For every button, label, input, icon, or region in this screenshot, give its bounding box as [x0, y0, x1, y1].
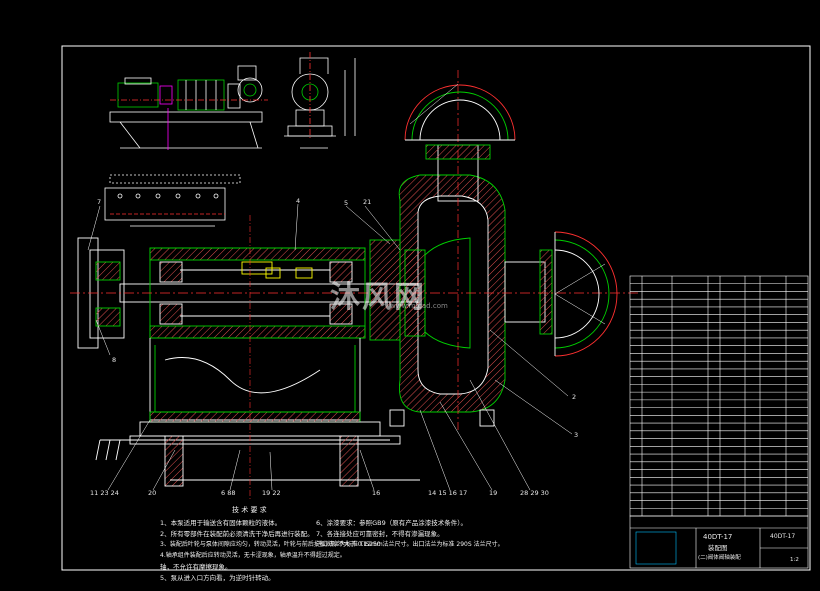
tech-req-item: 进口法兰为标准 TIS250 法兰尺寸。出口法兰为标准 290S 法兰尺寸。 — [316, 541, 504, 548]
tech-req-item: 2、所有零部件在装配前必须清洗干净后再进行装配。 — [160, 530, 314, 538]
balloon-19-22: 19 22 — [262, 489, 281, 497]
drawing-subname: (二)阀体阀轴装配 — [698, 555, 741, 561]
drawing-scale: 1:2 — [790, 557, 799, 563]
balloon-3: 3 — [574, 431, 579, 439]
balloon-8: 8 — [112, 356, 117, 364]
balloon-11-23-24: 11 23 24 — [90, 489, 119, 497]
pump-end-view — [284, 52, 356, 149]
tech-req-item: 7、各连接处应可靠密封，不得有渗漏现象。 — [316, 530, 444, 538]
balloon-20: 20 — [148, 489, 157, 497]
balloon-5: 5 — [344, 199, 349, 207]
tech-req-item: 3、装配后叶轮与泵体间隙应均匀，转动灵活，叶轮与前后护板间隙不大于 0.12mm — [160, 541, 383, 548]
drawing-code-2: 40DT-17 — [770, 533, 796, 540]
watermark-url: www.mfcad.com — [390, 302, 448, 310]
balloon-14-15-16-17: 14 15 16 17 — [428, 489, 468, 497]
balloon-4: 4 — [296, 197, 301, 205]
watermark-logo: 沐风网 — [330, 280, 426, 315]
balloon-6-88: 6 88 — [221, 489, 236, 497]
balloon-28-29-30: 28 29 30 — [520, 489, 549, 497]
suction-flange-detail — [554, 231, 618, 357]
tech-req-item: 5、泵从进入口方向看，为逆时针转动。 — [160, 574, 275, 582]
tech-req-item: 1、本泵适用于输送含有固体颗粒的液体。 — [160, 519, 282, 527]
base-plate-plan — [104, 174, 241, 227]
technical-requirements-title: 技 术 要 求 — [232, 506, 267, 514]
balloon-19: 19 — [489, 489, 498, 497]
title-block — [629, 515, 809, 569]
drawing-border — [61, 45, 811, 571]
tech-req-item: 6、涂漆要求：参照GB9（原有产品涂漆技术条件）。 — [316, 519, 468, 527]
discharge-flange-detail — [404, 83, 516, 141]
balloon-16: 16 — [372, 489, 381, 497]
parts-list-table — [629, 275, 809, 517]
balloon-2: 2 — [572, 393, 577, 401]
main-section-view — [70, 70, 640, 500]
unit-side-view — [109, 65, 268, 150]
tech-req-item: 轴，不允许有摩擦现象。 — [160, 563, 232, 571]
balloon-7: 7 — [97, 198, 102, 206]
balloon-21: 21 — [363, 198, 372, 206]
leader-lines — [87, 203, 573, 491]
tech-req-item: 4.轴承组件装配后应转动灵活，无卡涩现象，轴承温升不得超过规定。 — [160, 552, 346, 559]
drawing-name: 装配图 — [708, 544, 728, 552]
drawing-code: 40DT-17 — [703, 533, 733, 541]
